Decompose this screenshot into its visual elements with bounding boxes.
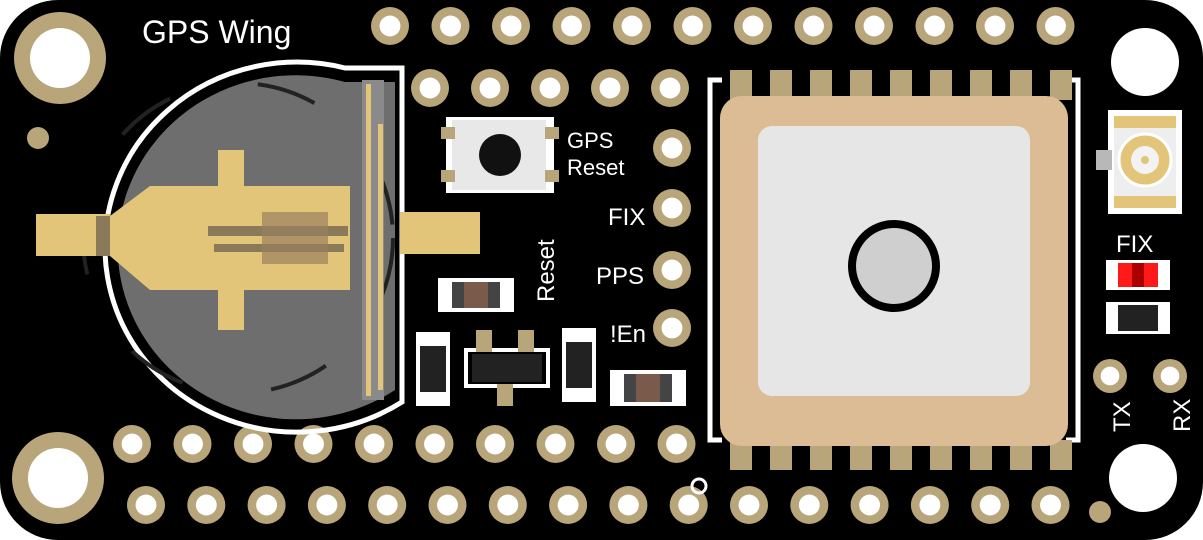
pad-hole bbox=[256, 494, 278, 516]
pad-hole bbox=[121, 433, 143, 455]
pad-hole bbox=[621, 15, 643, 37]
module-pin bbox=[1050, 440, 1072, 470]
pad-hole bbox=[979, 494, 1001, 516]
rx-pin-label: RX bbox=[1169, 399, 1196, 432]
module-pin bbox=[930, 440, 952, 470]
pad-hole bbox=[605, 433, 627, 455]
board-title: GPS Wing bbox=[142, 14, 291, 50]
pad-hole bbox=[798, 494, 820, 516]
fix-led-label: FIX bbox=[1116, 231, 1153, 258]
enable-pin-label: !En bbox=[610, 321, 646, 348]
pad-hole bbox=[419, 77, 441, 99]
pad-hole bbox=[661, 197, 683, 219]
fix-pin-label: FIX bbox=[608, 204, 645, 231]
pad-hole bbox=[182, 433, 203, 455]
pad-hole bbox=[500, 15, 522, 37]
module-pin bbox=[890, 70, 912, 100]
pad-hole bbox=[924, 15, 945, 37]
coin-cell-battery-icon bbox=[36, 59, 480, 435]
mounting-hole-icon bbox=[1111, 28, 1179, 96]
pad-hole bbox=[661, 317, 683, 339]
pad-hole bbox=[666, 433, 687, 455]
module-pin bbox=[1010, 440, 1032, 470]
pad-hole bbox=[557, 494, 579, 516]
mounting-hole-icon bbox=[1109, 444, 1177, 512]
pad-hole bbox=[1100, 366, 1120, 386]
pad-hole bbox=[497, 494, 519, 516]
pad-hole bbox=[242, 433, 264, 455]
module-pin bbox=[1010, 70, 1032, 100]
reset-pin-label: Reset bbox=[533, 239, 560, 302]
gps-reset-label-line1: GPS bbox=[567, 128, 613, 153]
tx-pin-label: TX bbox=[1109, 401, 1136, 432]
module-pin bbox=[810, 70, 832, 100]
pad-hole bbox=[303, 433, 324, 455]
module-pin bbox=[770, 440, 792, 470]
pps-pin-label: PPS bbox=[596, 263, 644, 290]
pad-hole bbox=[376, 494, 398, 516]
pad-hole bbox=[545, 433, 566, 455]
pad-hole bbox=[859, 494, 881, 516]
pad-hole bbox=[599, 77, 621, 99]
pad-hole bbox=[135, 494, 157, 516]
pad-hole bbox=[661, 137, 683, 159]
reset-button-icon[interactable] bbox=[441, 117, 559, 193]
pad-hole bbox=[1040, 494, 1061, 516]
pad-hole bbox=[984, 15, 1006, 37]
header-pads bbox=[113, 7, 1187, 524]
pad-hole bbox=[678, 494, 700, 516]
gps-reset-label-line2: Reset bbox=[567, 155, 624, 180]
pad-hole bbox=[919, 494, 941, 516]
pad-hole bbox=[561, 15, 582, 37]
module-pin bbox=[930, 70, 952, 100]
pad-hole bbox=[379, 15, 401, 37]
pad-hole bbox=[617, 494, 639, 516]
fix-led-icon bbox=[1106, 260, 1170, 334]
pad-hole bbox=[195, 494, 217, 516]
pad-hole bbox=[742, 15, 764, 37]
ufl-connector-icon bbox=[1096, 110, 1182, 214]
pad-hole bbox=[803, 15, 824, 37]
pad-hole bbox=[682, 15, 703, 37]
module-pin bbox=[850, 70, 872, 100]
mounting-holes bbox=[12, 12, 1179, 524]
module-pin bbox=[1050, 70, 1072, 100]
pad-hole bbox=[440, 15, 461, 37]
module-pin bbox=[890, 440, 912, 470]
pad-hole bbox=[1045, 15, 1066, 37]
pad-hole bbox=[1160, 366, 1180, 386]
pad-hole bbox=[539, 77, 561, 99]
pad-hole bbox=[479, 77, 501, 99]
module-pin bbox=[970, 70, 992, 100]
pad-hole bbox=[738, 494, 760, 516]
pad-hole bbox=[661, 259, 683, 281]
module-pin bbox=[730, 70, 752, 100]
pad-hole bbox=[437, 494, 458, 516]
module-pin bbox=[810, 440, 832, 470]
smd-components bbox=[416, 278, 686, 406]
pad-hole bbox=[863, 15, 885, 37]
pad-hole bbox=[484, 433, 506, 455]
pad-hole bbox=[659, 77, 681, 99]
module-pin bbox=[970, 440, 992, 470]
pad-hole bbox=[363, 433, 385, 455]
module-pin bbox=[730, 440, 752, 470]
gps-module bbox=[707, 70, 1081, 470]
pad-hole bbox=[424, 433, 445, 455]
pad-hole bbox=[316, 494, 338, 516]
module-pin bbox=[850, 440, 872, 470]
module-pin bbox=[770, 70, 792, 100]
pin-one-marker bbox=[690, 477, 708, 495]
